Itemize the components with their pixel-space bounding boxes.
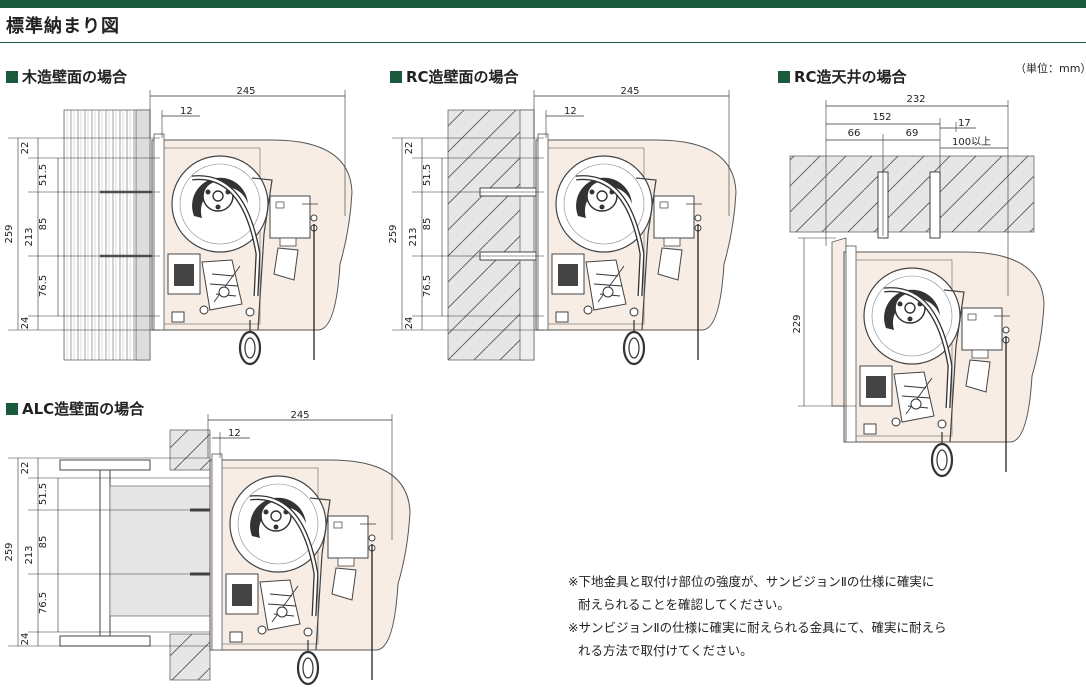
awning-unit xyxy=(536,134,736,364)
diagram-wood-wall: 245 12 22 51.5 85 76.5 24 213 259 xyxy=(4,86,380,376)
dim-inner: 213 xyxy=(408,227,419,246)
dim-h3: 85 xyxy=(38,536,49,549)
dim-w-min: 100以上 xyxy=(952,136,991,148)
dim-h2: 51.5 xyxy=(38,164,49,186)
note-line: ※下地金具と取付け部位の強度が、サンビジョンⅡの仕様に確実に xyxy=(568,574,935,589)
dim-offset: 12 xyxy=(564,106,577,117)
dim-inner: 213 xyxy=(24,227,35,246)
dim-total: 259 xyxy=(388,224,399,243)
unit-note: （単位：mm） xyxy=(1015,62,1086,75)
heading-square-icon xyxy=(390,71,402,83)
dim-h2: 51.5 xyxy=(38,483,49,505)
dim-h1: 22 xyxy=(20,142,31,155)
dim-h5: 24 xyxy=(20,633,31,646)
dim-h3: 85 xyxy=(422,218,433,231)
dim-w-a: 66 xyxy=(848,128,861,139)
dim-vertical-lines xyxy=(392,137,544,331)
alc-bracket-plate xyxy=(109,485,211,617)
diagram-alc-wall: 245 12 22 51.5 85 76.5 24 213 259 xyxy=(4,410,400,690)
wood-wall-board xyxy=(135,109,151,361)
ceiling-anchor-bolt xyxy=(929,171,941,239)
dim-h4: 76.5 xyxy=(38,275,49,297)
dim-offset: 12 xyxy=(228,428,241,439)
dim-vertical-lines xyxy=(8,457,210,647)
dim-width: 245 xyxy=(290,410,309,421)
dim-h3: 85 xyxy=(38,218,49,231)
alc-wall-lower xyxy=(169,633,211,681)
heading-alc: ALC造壁面の場合 xyxy=(6,398,144,419)
dim-h1: 22 xyxy=(20,462,31,475)
awning-unit xyxy=(844,246,1044,476)
diagram-rc-ceiling: 232 152 66 69 17 100以上 229 xyxy=(789,94,1076,426)
title-divider xyxy=(0,42,1086,43)
dim-h2: 51.5 xyxy=(422,164,433,186)
rc-wall-finish xyxy=(519,109,535,361)
alc-wall-upper xyxy=(169,429,211,471)
heading-wood: 木造壁面の場合 xyxy=(6,66,127,87)
awning-unit xyxy=(210,454,410,684)
dim-vertical-lines xyxy=(8,137,160,331)
dim-h4: 76.5 xyxy=(422,275,433,297)
heading-square-icon xyxy=(778,71,790,83)
note-line: れる方法で取付けてください。 xyxy=(578,643,753,658)
page-title: 標準納まり図 xyxy=(6,16,120,37)
dim-total: 259 xyxy=(4,224,15,243)
note-line: 耐えられることを確認してください。 xyxy=(578,597,790,612)
dim-inner: 213 xyxy=(24,545,35,564)
heading-rc-wall: RC造壁面の場合 xyxy=(390,66,519,87)
heading-square-icon xyxy=(6,403,18,415)
dim-width: 232 xyxy=(906,94,925,105)
dim-height: 229 xyxy=(792,314,803,333)
dim-h4: 76.5 xyxy=(38,592,49,614)
dim-total: 259 xyxy=(4,542,15,561)
dim-offset: 12 xyxy=(180,106,193,117)
heading-rc-ceiling: RC造天井の場合 xyxy=(778,66,907,87)
diagram-rc-wall: 245 12 22 51.5 85 76.5 24 213 259 xyxy=(388,86,764,376)
note-line: ※サンビジョンⅡの仕様に確実に耐えられる金具にて、確実に耐えら xyxy=(568,620,947,635)
dim-w-top: 152 xyxy=(872,112,891,123)
dim-width: 245 xyxy=(620,86,639,97)
heading-square-icon xyxy=(6,71,18,83)
dim-width: 245 xyxy=(236,86,255,97)
dim-h5: 24 xyxy=(20,317,31,330)
installation-notes: ※下地金具と取付け部位の強度が、サンビジョンⅡの仕様に確実に 耐えられることを確… xyxy=(568,570,1068,662)
dim-h5: 24 xyxy=(404,317,415,330)
dim-w-b: 69 xyxy=(906,128,919,139)
concrete-ceiling-section xyxy=(789,155,1035,233)
top-accent-bar xyxy=(0,0,1086,8)
awning-unit xyxy=(152,134,352,364)
dim-h1: 22 xyxy=(404,142,415,155)
dim-w-c: 17 xyxy=(958,118,971,129)
